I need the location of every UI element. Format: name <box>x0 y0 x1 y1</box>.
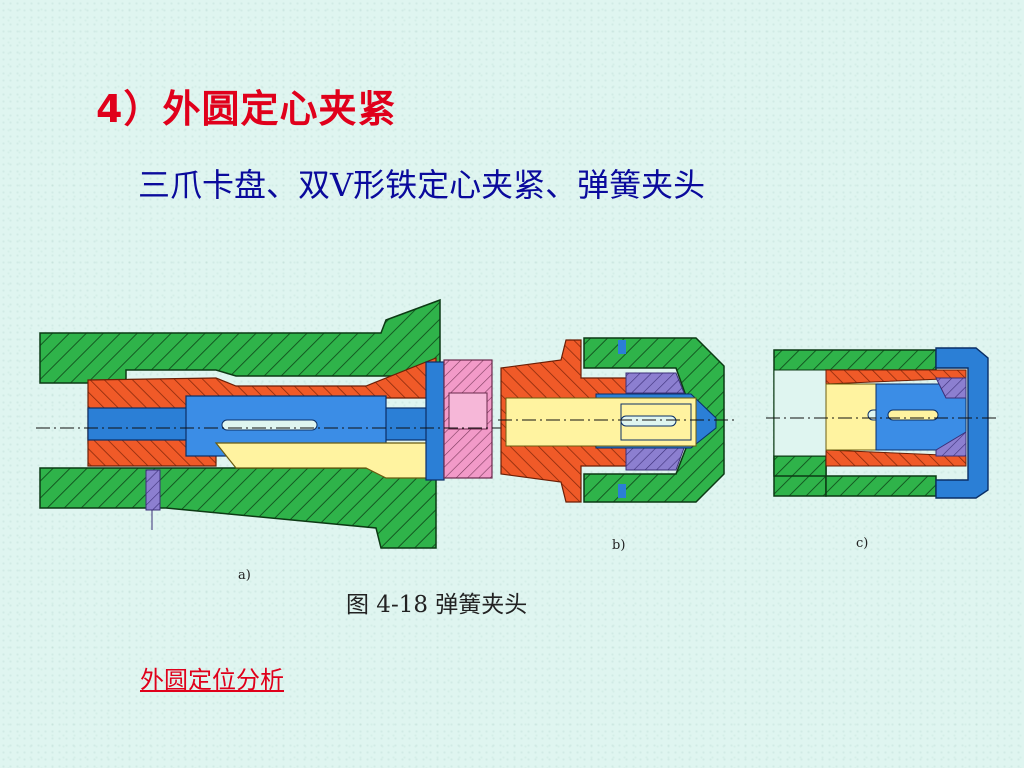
collet-b <box>498 337 736 503</box>
figure-label-c: c) <box>856 536 869 551</box>
collet-a <box>36 298 506 549</box>
figure-caption: 图 4-18 弹簧夹头 <box>346 592 528 618</box>
outer-circle-positioning-link[interactable]: 外圆定位分析 <box>140 666 284 694</box>
spring-collet-figure <box>36 298 996 549</box>
figure-label-a: a) <box>238 568 251 583</box>
figure-label-b: b) <box>612 538 626 553</box>
collet-c <box>766 347 996 499</box>
slide-title: 4）外圆定心夹紧 <box>96 87 397 131</box>
slide-subtitle: 三爪卡盘、双V形铁定心夹紧、弹簧夹头 <box>138 166 706 204</box>
